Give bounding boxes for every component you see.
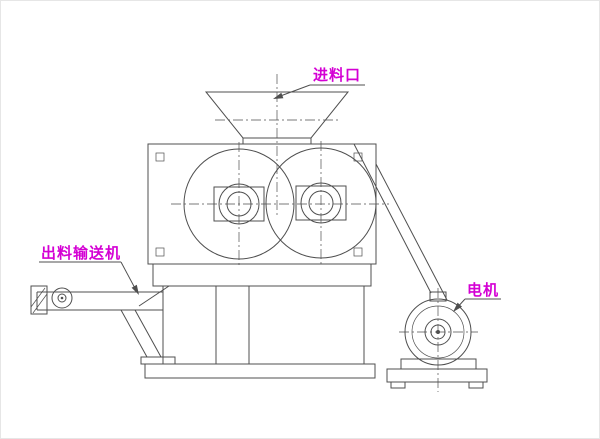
motor-stator-ring <box>411 305 465 359</box>
right-roller <box>265 147 377 259</box>
press-rollers <box>183 147 377 260</box>
right-roller-hub-block <box>295 185 347 221</box>
left-roller <box>183 148 295 260</box>
motor-arrowhead <box>453 302 462 312</box>
motor-foot-left <box>390 381 406 389</box>
end-cap-hatch-line <box>32 293 48 314</box>
pulley-end-cap <box>30 285 48 315</box>
conveyor-pulley <box>51 287 73 309</box>
mid-band <box>152 263 372 287</box>
corner-bolt-bottom-right <box>353 247 363 257</box>
drive-belt-line <box>375 163 448 301</box>
end-cap-hatch-line <box>30 287 46 308</box>
right-roller-bore <box>308 190 334 216</box>
left-roller-hub-ring <box>218 183 260 225</box>
feed-inlet-arrowhead <box>273 92 284 99</box>
feed-hopper <box>204 91 350 144</box>
motor-housing <box>404 298 472 366</box>
corner-bolt-bottom-left <box>155 247 165 257</box>
conveyor-support-brace <box>120 309 148 358</box>
annotations: 进料口 出料输送机 电机 <box>39 66 501 312</box>
left-roller-bore <box>226 191 252 217</box>
motor-label: 电机 <box>467 281 499 299</box>
motor-shaft-center <box>436 330 440 334</box>
discharge-conveyor-label: 出料输送机 <box>41 244 121 262</box>
drive-belt-line <box>353 143 432 294</box>
left-roller-hub-block <box>213 186 265 222</box>
conveyor-support-foot <box>140 356 176 365</box>
conveyor-support-brace <box>134 309 162 358</box>
motor-mount-plate <box>400 358 477 370</box>
discharge-chute-line <box>138 285 170 307</box>
conveyor-pulley-shaft <box>60 296 64 300</box>
corner-bolt-top-left <box>155 152 165 162</box>
lower-frame <box>144 263 376 379</box>
right-roller-hub-ring <box>300 182 342 224</box>
motor-base <box>386 368 488 383</box>
motor-shaft-ring <box>424 318 452 346</box>
corner-bolt-top-right <box>353 152 363 162</box>
discharge-conveyor-arrowhead <box>131 284 139 295</box>
motor-assembly <box>386 291 488 389</box>
conveyor-pulley-hub <box>57 293 67 303</box>
discharge-conveyor-assembly <box>30 285 176 365</box>
feed-inlet-label: 进料口 <box>313 66 361 84</box>
motor-shaft <box>430 324 446 340</box>
drive-belt <box>353 143 448 301</box>
motor-foot-right <box>468 381 484 389</box>
machine-base <box>144 363 376 379</box>
motor-junction-box <box>429 291 447 302</box>
